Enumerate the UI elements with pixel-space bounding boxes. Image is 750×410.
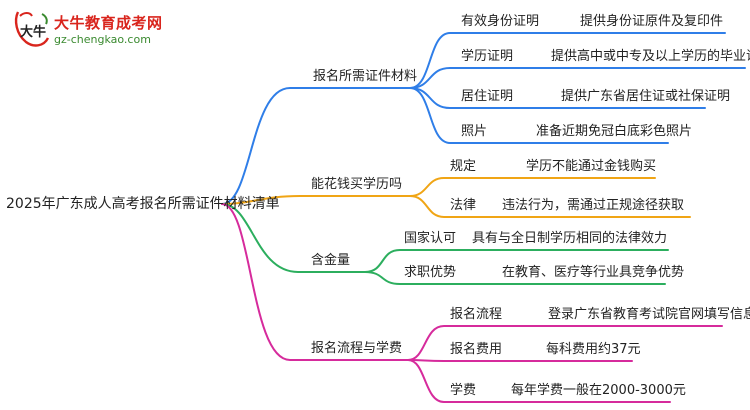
leaf-key-education: 学历证明	[461, 49, 514, 64]
connector-b3-l1	[364, 249, 669, 273]
leaf-value-education: 提供高中或中专及以上学历的毕业证书	[551, 49, 750, 64]
branch-label-buy-degree: 能花钱买学历吗	[311, 177, 403, 192]
branch-label-value: 含金量	[311, 253, 351, 268]
leaf-value-recognition: 具有与全日制学历相同的法律效力	[472, 231, 668, 246]
branch-label-process-fees: 报名流程与学费	[311, 341, 403, 356]
bull-logo-icon: 大牛	[14, 11, 50, 47]
leaf-key-tuition: 学费	[450, 383, 477, 398]
connector-b4-l1	[407, 325, 723, 361]
connector-root-branch-1	[221, 87, 411, 205]
leaf-value-rule: 学历不能通过金钱购买	[526, 159, 657, 174]
connector-root-branch-3	[221, 203, 366, 273]
branch-label-documents: 报名所需证件材料	[313, 69, 418, 84]
logo-title: 大牛教育成考网	[54, 14, 163, 32]
leaf-key-id: 有效身份证明	[461, 14, 540, 29]
connector-b4-l3	[407, 359, 671, 403]
leaf-key-career: 求职优势	[404, 265, 457, 280]
connector-b2-l2	[409, 195, 691, 218]
connector-b1-l1	[409, 32, 726, 89]
leaf-value-career: 在教育、医疗等行业具竞争优势	[502, 265, 685, 280]
leaf-value-process: 登录广东省教育考试院官网填写信息	[548, 307, 750, 322]
leaf-value-residence: 提供广东省居住证或社保证明	[561, 89, 731, 104]
leaf-key-law: 法律	[450, 198, 477, 213]
logo-mark-text: 大牛	[20, 24, 46, 40]
connector-b1-l4	[409, 87, 669, 144]
mindmap-root: 2025年广东成人高考报名所需证件材料清单	[6, 196, 280, 212]
connector-b1-l3	[409, 87, 706, 109]
leaf-key-process: 报名流程	[450, 307, 503, 322]
connector-b3-l2	[364, 271, 666, 285]
site-logo[interactable]: 大牛 大牛教育成考网 gz-chengkao.com	[12, 6, 172, 54]
leaf-key-photo: 照片	[461, 124, 488, 139]
logo-url: gz-chengkao.com	[54, 33, 151, 46]
leaf-key-residence: 居住证明	[461, 89, 514, 104]
leaf-value-law: 违法行为，需通过正规途径获取	[502, 198, 685, 213]
leaf-key-rule: 规定	[450, 159, 477, 174]
connector-root-branch-2	[221, 195, 411, 205]
connector-b2-l1	[409, 177, 656, 197]
leaf-value-id: 提供身份证原件及复印件	[580, 14, 724, 29]
leaf-value-fee: 每科费用约37元	[546, 342, 641, 357]
leaf-value-tuition: 每年学费一般在2000-3000元	[511, 383, 686, 398]
leaf-key-fee: 报名费用	[450, 342, 503, 357]
leaf-value-photo: 准备近期免冠白底彩色照片	[536, 124, 693, 139]
connector-root-branch-4	[221, 203, 409, 361]
connector-b1-l2	[409, 67, 746, 89]
connector-b4-l2	[407, 359, 633, 362]
leaf-key-recognition: 国家认可	[404, 231, 457, 246]
